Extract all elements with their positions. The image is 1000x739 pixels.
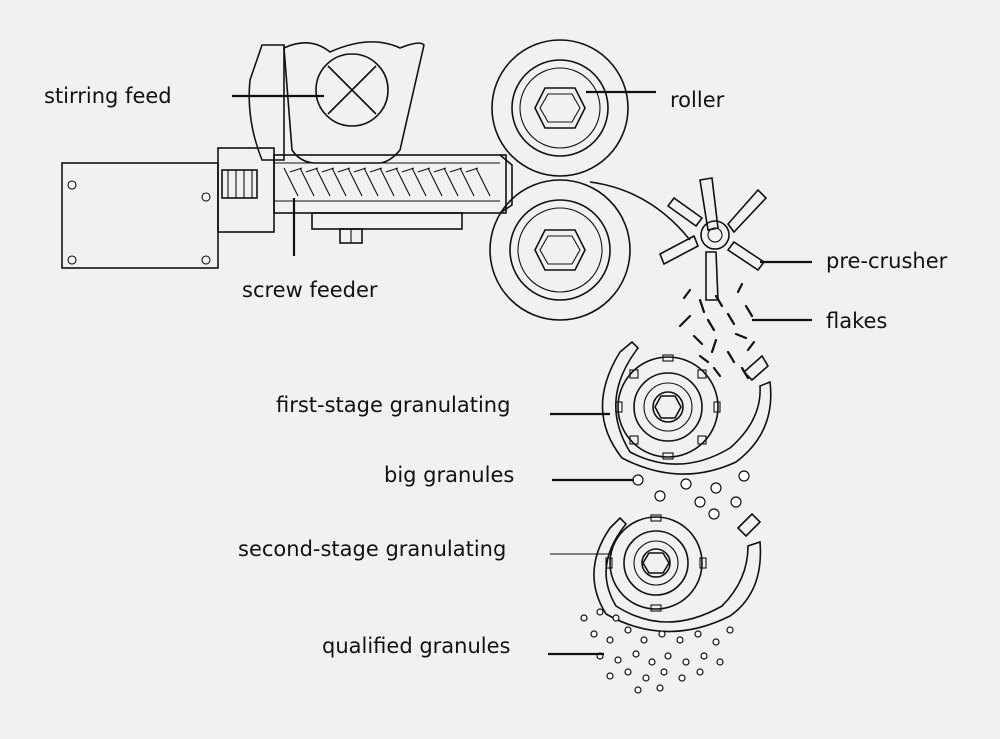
label-stirring-feed: stirring feed [44, 84, 172, 108]
label-first-stage-granulating: first-stage granulating [276, 393, 511, 417]
pre-crusher-rotor [658, 177, 768, 301]
label-roller: roller [670, 88, 725, 112]
label-pre-crusher: pre-crusher [826, 249, 948, 273]
leader-lines [232, 90, 812, 656]
stirring-feed-hopper [248, 41, 425, 164]
qualified-granules [580, 608, 734, 694]
label-screw-feeder: screw feeder [242, 278, 378, 302]
big-granules [632, 470, 750, 520]
flakes [678, 282, 756, 380]
second-stage-granulator [593, 512, 762, 633]
label-big-granules: big granules [384, 463, 515, 487]
lower-roller [489, 179, 691, 321]
upper-roller [491, 39, 629, 177]
screw-feeder-barrel [273, 154, 513, 244]
first-stage-granulator [601, 340, 772, 475]
label-qualified-granules: qualified granules [322, 634, 511, 658]
label-flakes: flakes [826, 309, 888, 333]
motor-housing [61, 147, 275, 269]
label-second-stage-granulating: second-stage granulating [238, 537, 507, 561]
